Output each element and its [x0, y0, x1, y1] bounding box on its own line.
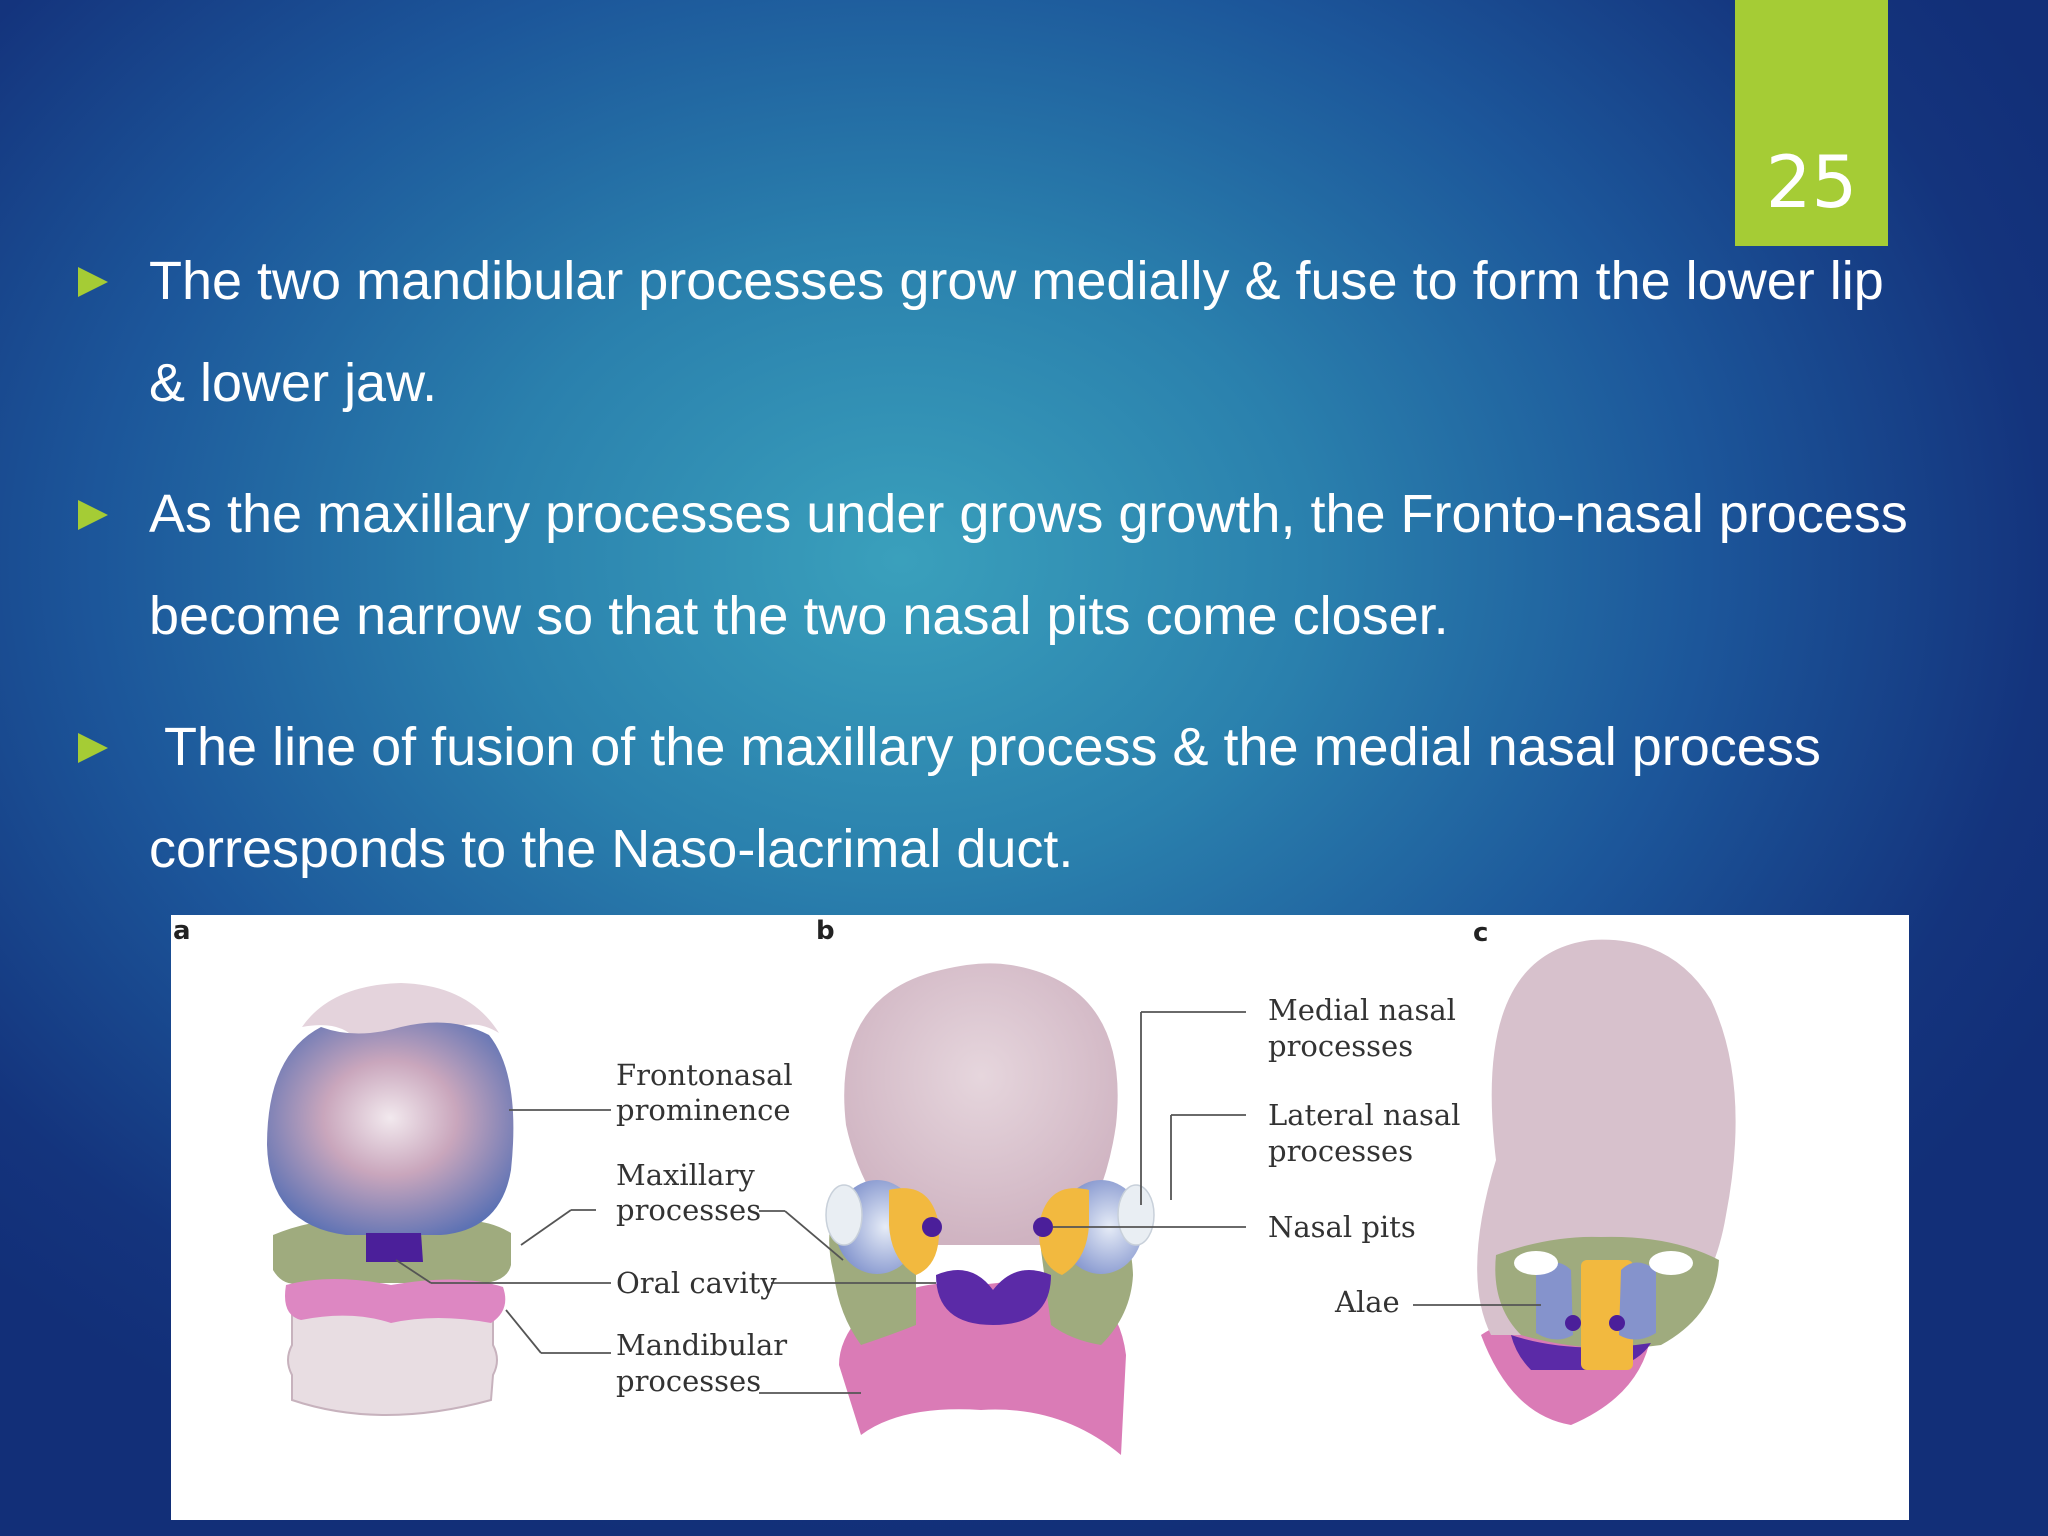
label-mandibular-1: Mandibular [616, 1328, 787, 1362]
bullet-arrow-icon [78, 267, 108, 297]
label-maxillary-2: processes [616, 1193, 761, 1227]
panel-letter-a: a [173, 916, 191, 946]
panel-letter-b: b [816, 916, 835, 946]
label-medial-nasal-1: Medial nasal [1268, 993, 1456, 1027]
slide-number: 25 [1735, 0, 1888, 246]
bullet-text: The line of fusion of the maxillary proc… [149, 717, 1836, 879]
label-frontonasal-1: Frontonasal [616, 1058, 793, 1092]
label-oral-cavity: Oral cavity [616, 1266, 777, 1300]
embryo-face-figure: a b c [171, 915, 1909, 1520]
label-maxillary-1: Maxillary [616, 1158, 755, 1192]
label-medial-nasal-2: processes [1268, 1029, 1413, 1063]
bullet-arrow-icon [78, 500, 108, 530]
embryo-illustration: a b c [173, 916, 1736, 1455]
bullet-arrow-icon [78, 733, 108, 763]
label-frontonasal-2: prominence [616, 1093, 791, 1127]
panel-c-embryo [1477, 939, 1736, 1425]
panel-letter-c: c [1473, 918, 1488, 948]
slide-number-text: 25 [1765, 140, 1858, 224]
bullet-text: The two mandibular processes grow medial… [149, 251, 1899, 413]
label-lateral-nasal-2: processes [1268, 1134, 1413, 1168]
label-lateral-nasal-1: Lateral nasal [1268, 1098, 1460, 1132]
leader-lines [395, 1011, 1541, 1394]
label-nasal-pits: Nasal pits [1268, 1210, 1416, 1244]
label-alae: Alae [1334, 1285, 1400, 1319]
label-mandibular-2: processes [616, 1364, 761, 1398]
bullet-text: As the maxillary processes under grows g… [149, 484, 1923, 646]
panel-a-embryo [267, 983, 514, 1416]
panel-b-embryo [825, 963, 1155, 1455]
